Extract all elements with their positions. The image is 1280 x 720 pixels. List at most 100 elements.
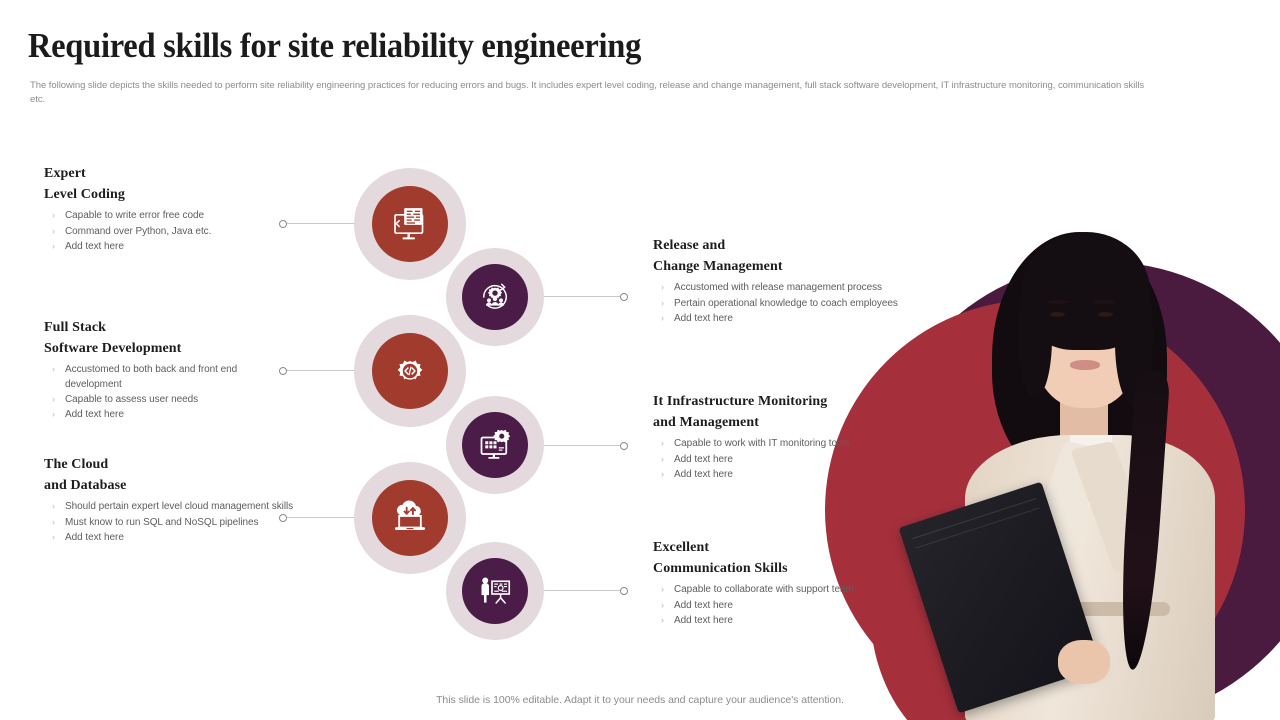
chevron-right-icon: › [52,225,55,236]
skill-title-line1: Release and [653,238,726,253]
list-item-text: Add text here [674,312,733,324]
chevron-right-icon: › [661,453,664,464]
list-item: ›Add text here [653,599,923,613]
list-item: › Capable to collaborate with support tea… [653,583,923,597]
list-item: ›Pertain operational knowledge to coach … [653,297,918,311]
connector-line [544,296,620,297]
list-item-text: Add text here [65,531,124,543]
list-item-text: Accustomed with release management proce… [674,282,883,294]
skill-title: Excellent Communication Skills [653,538,923,579]
skill-title-line1: Full Stack [44,320,107,335]
connector-fullstack [279,366,359,375]
list-item: › Add text here [653,614,923,628]
chevron-right-icon: › [661,282,664,293]
chevron-right-icon: › [52,210,55,221]
hand [1058,640,1110,684]
list-item-text: Add text here [674,599,733,611]
presenter-whiteboard-icon [481,577,511,604]
monitor-gear-icon [480,429,511,459]
gear-code-icon [397,360,423,380]
coding-monitor-icon [394,208,424,240]
chevron-right-icon: › [661,297,664,308]
circle-inner-fill [372,333,448,409]
eyebrow-right [1093,300,1115,304]
connector-dot-icon [279,366,287,375]
page-title: Required skills for site reliability eng… [27,26,642,65]
list-item: ›Command over Python, Java etc. [44,225,284,239]
skill-bullet-list: › Capable to work with IT monitoring tool… [653,437,933,482]
list-item-text: Must know to run SQL and NoSQL pipelines [65,516,259,528]
list-item: › Add text here [44,531,309,545]
mouth [1070,360,1100,370]
skill-title-line1: Excellent [653,540,710,555]
circle-inner-fill [462,264,528,330]
gear-people-refresh-icon [482,283,507,309]
connector-itinfra [544,441,628,450]
skill-title: Full Stack Software Development [44,318,294,359]
list-item-text: Add text here [65,409,124,420]
skill-block-expert-level-coding: Expert Level Coding ›Capable to write er… [44,164,284,255]
slide-header: Required skills for site reliability eng… [0,0,1280,107]
chevron-right-icon: › [52,393,55,404]
connector-cloud [279,513,359,522]
list-item-text: Capable to work with IT monitoring tools [674,438,850,450]
connector-expert [279,219,359,228]
icon-circle-communication-skills[interactable] [446,542,544,640]
connector-communication [544,586,628,595]
icon-circle-expert-level-coding[interactable] [354,168,466,280]
chevron-right-icon: › [52,531,55,542]
skill-bullet-list: ›Should pertain expert level cloud manag… [44,500,309,545]
list-item: › Add text here [653,453,933,467]
circle-inner-fill [462,558,528,624]
connector-dot-icon [279,513,287,522]
list-item-text: Add text here [674,468,733,480]
connector-line [287,517,359,518]
list-item-text: Add text here [674,614,733,626]
list-item: ›Add text here [653,468,933,482]
list-item: › Capable to work with IT monitoring tool… [653,437,933,451]
businesswoman-photo [898,220,1260,720]
icon-circle-release-change-management[interactable] [446,248,544,346]
hair-left [1018,278,1052,398]
list-item-text: Accustomed to both back and front end de… [65,364,238,390]
connector-dot-icon [279,219,287,228]
eyebrow-left [1047,300,1069,304]
icon-circle-it-infrastructure-monitoring[interactable] [446,396,544,494]
circle-inner-fill [372,480,448,556]
skill-title: The Cloud and Database [44,455,309,496]
skill-block-communication-skills: Excellent Communication Skills › Capable … [653,538,923,629]
chevron-right-icon: › [661,614,664,625]
eye-left [1050,312,1065,317]
chevron-right-icon: › [52,516,55,527]
editable-slide-note: This slide is 100% editable. Adapt it to… [436,694,844,706]
skill-block-release-change-management: Release and Change Management › Accustome… [653,236,918,327]
skill-block-cloud-database: The Cloud and Database ›Should pertain e… [44,455,309,546]
icon-circle-cloud-database[interactable] [354,462,466,574]
page-subtitle: The following slide depicts the skills n… [30,80,1145,105]
skill-title-line1: Expert [44,166,86,181]
skill-bullet-list: › Accustomed with release management proc… [653,281,918,326]
chevron-right-icon: › [661,438,664,449]
chevron-right-icon: › [52,409,55,419]
skill-title-line2: and Management [653,414,760,430]
skill-title-line2: Change Management [653,258,783,274]
chevron-right-icon: › [52,501,55,512]
list-item-text: Capable to collaborate with support team [674,584,854,596]
icon-circle-full-stack-development[interactable] [354,315,466,427]
chevron-right-icon: › [661,312,664,323]
skill-title-line2: Communication Skills [653,560,788,576]
skill-title: It Infrastructure Monitoring and Managem… [653,392,933,433]
connector-line [544,445,620,446]
list-item-text: Add text here [674,453,733,465]
list-item: › Accustomed with release management proc… [653,281,918,295]
list-item: ›Capable to write error free code [44,209,284,223]
skill-block-it-infrastructure-monitoring: It Infrastructure Monitoring and Managem… [653,392,933,483]
chevron-right-icon: › [661,584,664,595]
list-item: ›Capable to assess user needs [44,393,294,407]
list-item: ›Accustomed to both back and front end d… [44,363,294,391]
skill-title-line1: It Infrastructure Monitoring [653,394,828,409]
connector-dot-icon [620,586,628,595]
eye-right [1098,312,1113,317]
skill-block-full-stack-development: Full Stack Software Development ›Accusto… [44,318,294,423]
